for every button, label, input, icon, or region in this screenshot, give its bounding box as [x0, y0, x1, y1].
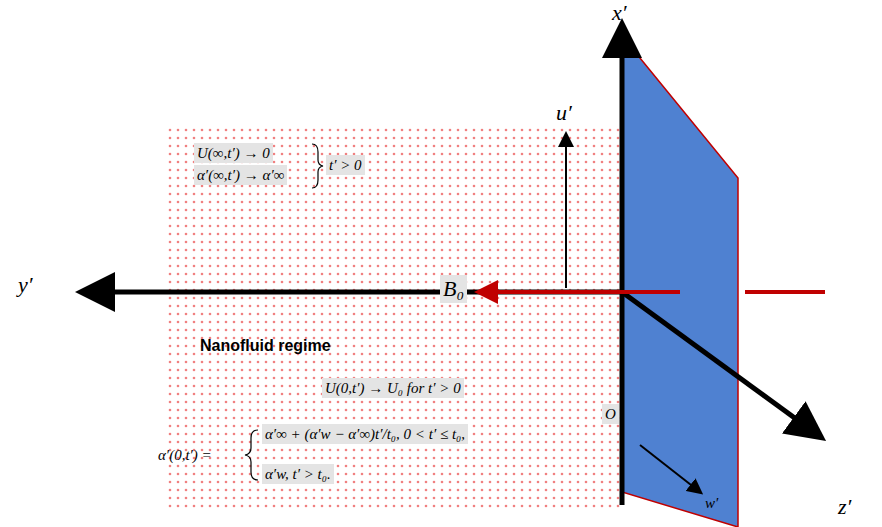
boundary-condition: α′w, t′ > t₀. [262, 464, 334, 484]
magnetic-field-line [745, 290, 825, 294]
axis-label: z′ [838, 494, 851, 520]
w-arrow [640, 445, 700, 492]
boundary-condition: α′(0,t′) = [158, 446, 212, 464]
axis-label: u′ [556, 100, 572, 126]
velocity-arrow [565, 135, 567, 288]
plate [622, 36, 738, 527]
boundary-condition: α′∞ + (α′w − α′∞)t′/t₀, 0 < t′ ≤ t₀, [262, 424, 468, 444]
axis-label: x′ [612, 0, 627, 26]
boundary-condition: U(∞,t′) → 0 [194, 143, 273, 163]
field-label: B₀ [440, 275, 467, 303]
left-brace [245, 430, 258, 480]
x-axis [620, 28, 625, 505]
boundary-condition: U(0,t′) → U₀ for t′ > 0 [322, 378, 464, 398]
region-label: Nanofluid regime [200, 336, 331, 355]
boundary-condition: α′(∞,t′) → α′∞ [194, 165, 287, 185]
axis-label: w′ [705, 494, 718, 512]
magnetic-field-arrow [482, 290, 680, 294]
origin-label: O [602, 404, 619, 424]
right-brace [312, 144, 323, 188]
boundary-condition: t′ > 0 [326, 155, 365, 175]
axis-label: y′ [18, 272, 33, 298]
z-axis [622, 292, 818, 435]
nanofluid-region [165, 124, 620, 510]
